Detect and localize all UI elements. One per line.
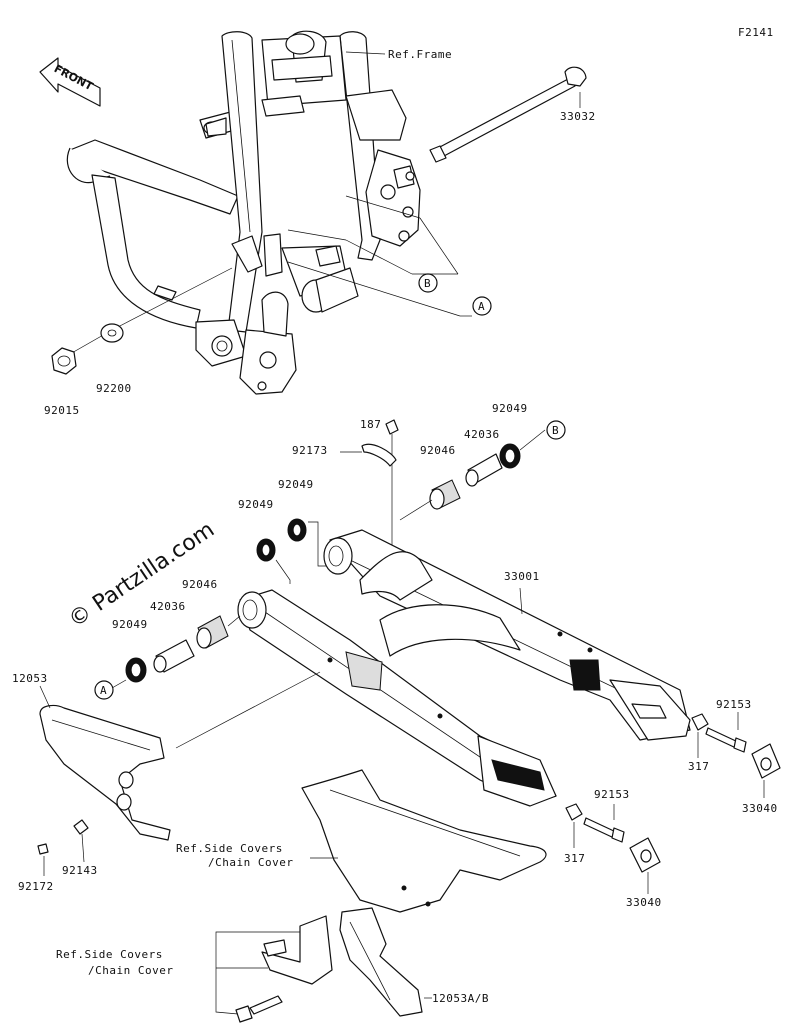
screw-92172 [37, 843, 49, 855]
collar-42036-top [465, 453, 503, 487]
label-12053ab: 12053A/B [432, 992, 489, 1005]
label-33032: 33032 [560, 110, 596, 123]
label-92173: 92173 [292, 444, 328, 457]
bolt-lower [235, 995, 283, 1023]
chain-slider-12053 [39, 704, 171, 841]
label-42036-top: 42036 [464, 428, 500, 441]
chain-cover-ref [301, 769, 547, 913]
callout-b-frame: B [418, 273, 438, 293]
label-92049-left: 92049 [112, 618, 148, 631]
label-ref-side-1a: Ref.Side Covers [176, 842, 283, 855]
svg-text:A: A [478, 300, 485, 313]
label-12053: 12053 [12, 672, 48, 685]
bolt-92153-right [705, 727, 747, 753]
figure-code: F2141 [738, 26, 774, 39]
label-42036-left: 42036 [150, 600, 186, 613]
label-92200: 92200 [96, 382, 132, 395]
label-92049-mid2: 92049 [278, 478, 314, 491]
swingarm-33001 [237, 529, 691, 807]
watermark: © Partzilla.com [64, 517, 219, 633]
label-317-mid: 317 [564, 852, 585, 865]
label-ref-side-2b: /Chain Cover [88, 964, 173, 977]
bolt-92153-mid [583, 817, 625, 843]
seal-92049-mid2 [287, 518, 307, 542]
label-92046-left: 92046 [182, 578, 218, 591]
seal-92049-mid1 [256, 538, 276, 562]
washer-92200 [100, 323, 124, 343]
label-92143: 92143 [62, 864, 98, 877]
label-92172: 92172 [18, 880, 54, 893]
svg-text:B: B [424, 277, 431, 290]
label-33001: 33001 [504, 570, 540, 583]
bearing-92046-left [196, 615, 229, 649]
callout-a-frame: A [472, 296, 492, 316]
svg-text:B: B [552, 424, 559, 437]
label-ref-frame: Ref.Frame [388, 48, 452, 61]
label-92046-top: 92046 [420, 444, 456, 457]
label-ref-side-1b: /Chain Cover [208, 856, 293, 869]
seal-92049-left [125, 657, 147, 683]
seal-92049-top [499, 443, 521, 469]
label-92049-top: 92049 [492, 402, 528, 415]
chain-guide-12053ab [339, 907, 423, 1017]
label-33040-right: 33040 [742, 802, 778, 815]
label-ref-side-2a: Ref.Side Covers [56, 948, 163, 961]
pivot-shaft-33032 [429, 66, 587, 163]
svg-text:A: A [100, 684, 107, 697]
nut-317-mid [565, 803, 583, 821]
label-317-right: 317 [688, 760, 709, 773]
label-92153-mid: 92153 [594, 788, 630, 801]
nut-92015 [51, 347, 77, 375]
adjuster-33040-mid [629, 837, 661, 873]
bracket-lower [261, 915, 333, 985]
front-arrow-icon: FRONT [39, 57, 101, 107]
label-92153-right: 92153 [716, 698, 752, 711]
adjuster-33040-right [751, 743, 781, 779]
washer-92143 [73, 819, 89, 835]
label-92049-mid1: 92049 [238, 498, 274, 511]
frame-drawing [66, 30, 421, 395]
clamp-92173 [340, 443, 397, 467]
bearing-92046-top [429, 479, 461, 510]
nut-317-right [691, 713, 709, 731]
label-33040-mid: 33040 [626, 896, 662, 909]
collar-42036-left [153, 639, 195, 673]
callout-a-swingarm: A [94, 680, 114, 700]
label-92015: 92015 [44, 404, 80, 417]
label-187: 187 [360, 418, 381, 431]
callout-b-swingarm: B [546, 420, 566, 440]
